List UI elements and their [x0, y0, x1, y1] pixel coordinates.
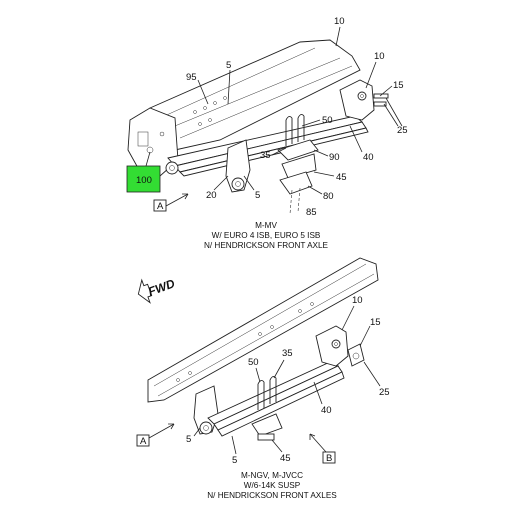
top-callouts: 10 95 5 10 15 25 50 35 90 40 45 80 85 20… [186, 16, 408, 218]
bottom-frame-rail [147, 257, 379, 403]
top-axle-seat [277, 139, 319, 161]
top-rear-bracket [339, 79, 375, 121]
callout-40: 40 [363, 152, 374, 163]
callout-20: 20 [206, 190, 217, 201]
callout-100: 100 [136, 175, 152, 186]
bottom-callout-45: 45 [280, 453, 291, 464]
bottom-assembly [147, 257, 379, 441]
bottom-callout-50: 50 [248, 357, 259, 368]
callout-45: 45 [336, 172, 347, 183]
callout-5-mid: 5 [255, 190, 260, 201]
bottom-view-arrow-b: B [309, 433, 336, 464]
callout-10-top: 10 [334, 16, 345, 27]
bottom-view-arrow-a: A [136, 423, 175, 447]
callout-85: 85 [306, 207, 317, 218]
top-clamp-plate [279, 171, 313, 195]
top-caption-line-3: N/ HENDRICKSON FRONT AXLE [204, 241, 329, 250]
bottom-clamp [251, 413, 283, 437]
top-view-label-a: A [157, 201, 164, 212]
callout-10-right: 10 [374, 51, 385, 62]
bottom-caption-line-3: N/ HENDRICKSON FRONT AXLES [207, 491, 337, 500]
bottom-callout-40: 40 [321, 405, 332, 416]
bottom-callout-35: 35 [282, 348, 293, 359]
highlight-part-100[interactable] [126, 165, 161, 193]
bottom-view-label-b: B [326, 453, 332, 464]
bottom-view-label-a: A [140, 436, 147, 447]
bottom-callout-10: 10 [352, 295, 363, 306]
bottom-caption-line-1: M-NGV, M-JVCC [241, 471, 303, 480]
callout-90: 90 [329, 152, 340, 163]
top-caption-line-2: W/ EURO 4 ISB, EURO 5 ISB [212, 231, 321, 240]
fwd-indicator: FWD [137, 276, 177, 304]
callout-5-top: 5 [226, 60, 231, 71]
callout-25: 25 [397, 125, 408, 136]
top-caption-line-1: M-MV [255, 221, 277, 230]
callout-80: 80 [323, 191, 334, 202]
bottom-callouts: 10 15 25 50 35 40 5 5 45 [186, 295, 390, 466]
bottom-rear-bracket [315, 325, 349, 367]
callout-50: 50 [322, 115, 333, 126]
bottom-callout-25: 25 [379, 387, 390, 398]
bottom-shackle [347, 343, 365, 367]
top-front-hanger [225, 139, 251, 193]
bottom-callout-5-bottom: 5 [232, 455, 237, 466]
callout-35: 35 [260, 150, 271, 161]
top-assembly [127, 39, 389, 215]
bottom-callout-15: 15 [370, 317, 381, 328]
top-view-arrow-a: A [153, 193, 189, 212]
bottom-leaf-spring [207, 361, 340, 425]
bottom-u-bolt [257, 379, 265, 410]
fwd-label: FWD [146, 276, 177, 299]
bottom-caption-line-2: W/6-14K SUSP [244, 481, 301, 490]
callout-95: 95 [186, 72, 197, 83]
bottom-callout-5-left: 5 [186, 434, 191, 445]
callout-15: 15 [393, 80, 404, 91]
top-u-bolt [285, 115, 293, 146]
